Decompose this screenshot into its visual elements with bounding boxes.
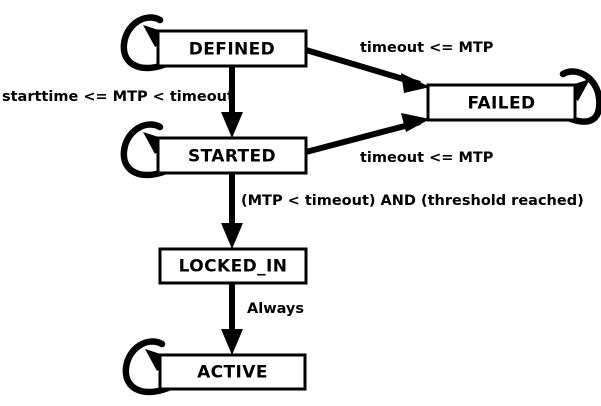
failed-self-loop-curve [559,68,601,125]
transition-defined-to-started [221,66,243,138]
edge-label-started-to-locked-in: (MTP < timeout) AND (threshold reached) [241,193,584,209]
defined-to-failed-arrowhead [401,73,430,93]
active-self-loop-curve [122,338,172,396]
state-node-locked-in[interactable]: LOCKED_IN [158,247,308,285]
locked-in-to-active-arrowhead [221,329,243,355]
started-to-failed-arrowhead [401,113,430,132]
started-self-loop-curve [120,121,170,179]
state-node-failed[interactable]: FAILED [426,83,577,122]
state-node-defined[interactable]: DEFINED [156,29,308,68]
defined-to-failed-line [305,47,421,87]
started-to-failed-line [305,119,421,155]
edge-label-locked-in-to-active: Always [247,301,304,317]
transition-locked-in-to-active [221,283,243,355]
state-box-started[interactable] [156,136,308,175]
state-box-locked-in[interactable] [158,247,308,285]
state-label-locked-in: LOCKED_IN [179,257,288,277]
transition-defined-to-failed [305,47,430,93]
state-box-active[interactable] [158,353,307,391]
defined-to-started-arrowhead [221,112,243,138]
defined-self-loop-curve [120,14,170,72]
state-box-defined[interactable] [156,29,308,68]
edge-label-defined-self: starttime <= MTP < timeout [2,89,234,105]
started-to-locked-in-arrowhead [221,223,243,249]
edge-label-started-to-failed: timeout <= MTP [360,150,494,166]
state-node-active[interactable]: ACTIVE [158,353,307,391]
state-node-started[interactable]: STARTED [156,136,308,175]
state-label-active: ACTIVE [197,363,268,383]
state-box-failed[interactable] [426,83,577,122]
transition-started-to-failed [305,113,430,155]
state-label-started: STARTED [188,147,276,167]
transition-started-to-locked-in [221,173,243,249]
state-label-failed: FAILED [467,94,535,114]
state-label-defined: DEFINED [189,40,275,60]
edge-label-defined-to-failed: timeout <= MTP [360,40,494,56]
